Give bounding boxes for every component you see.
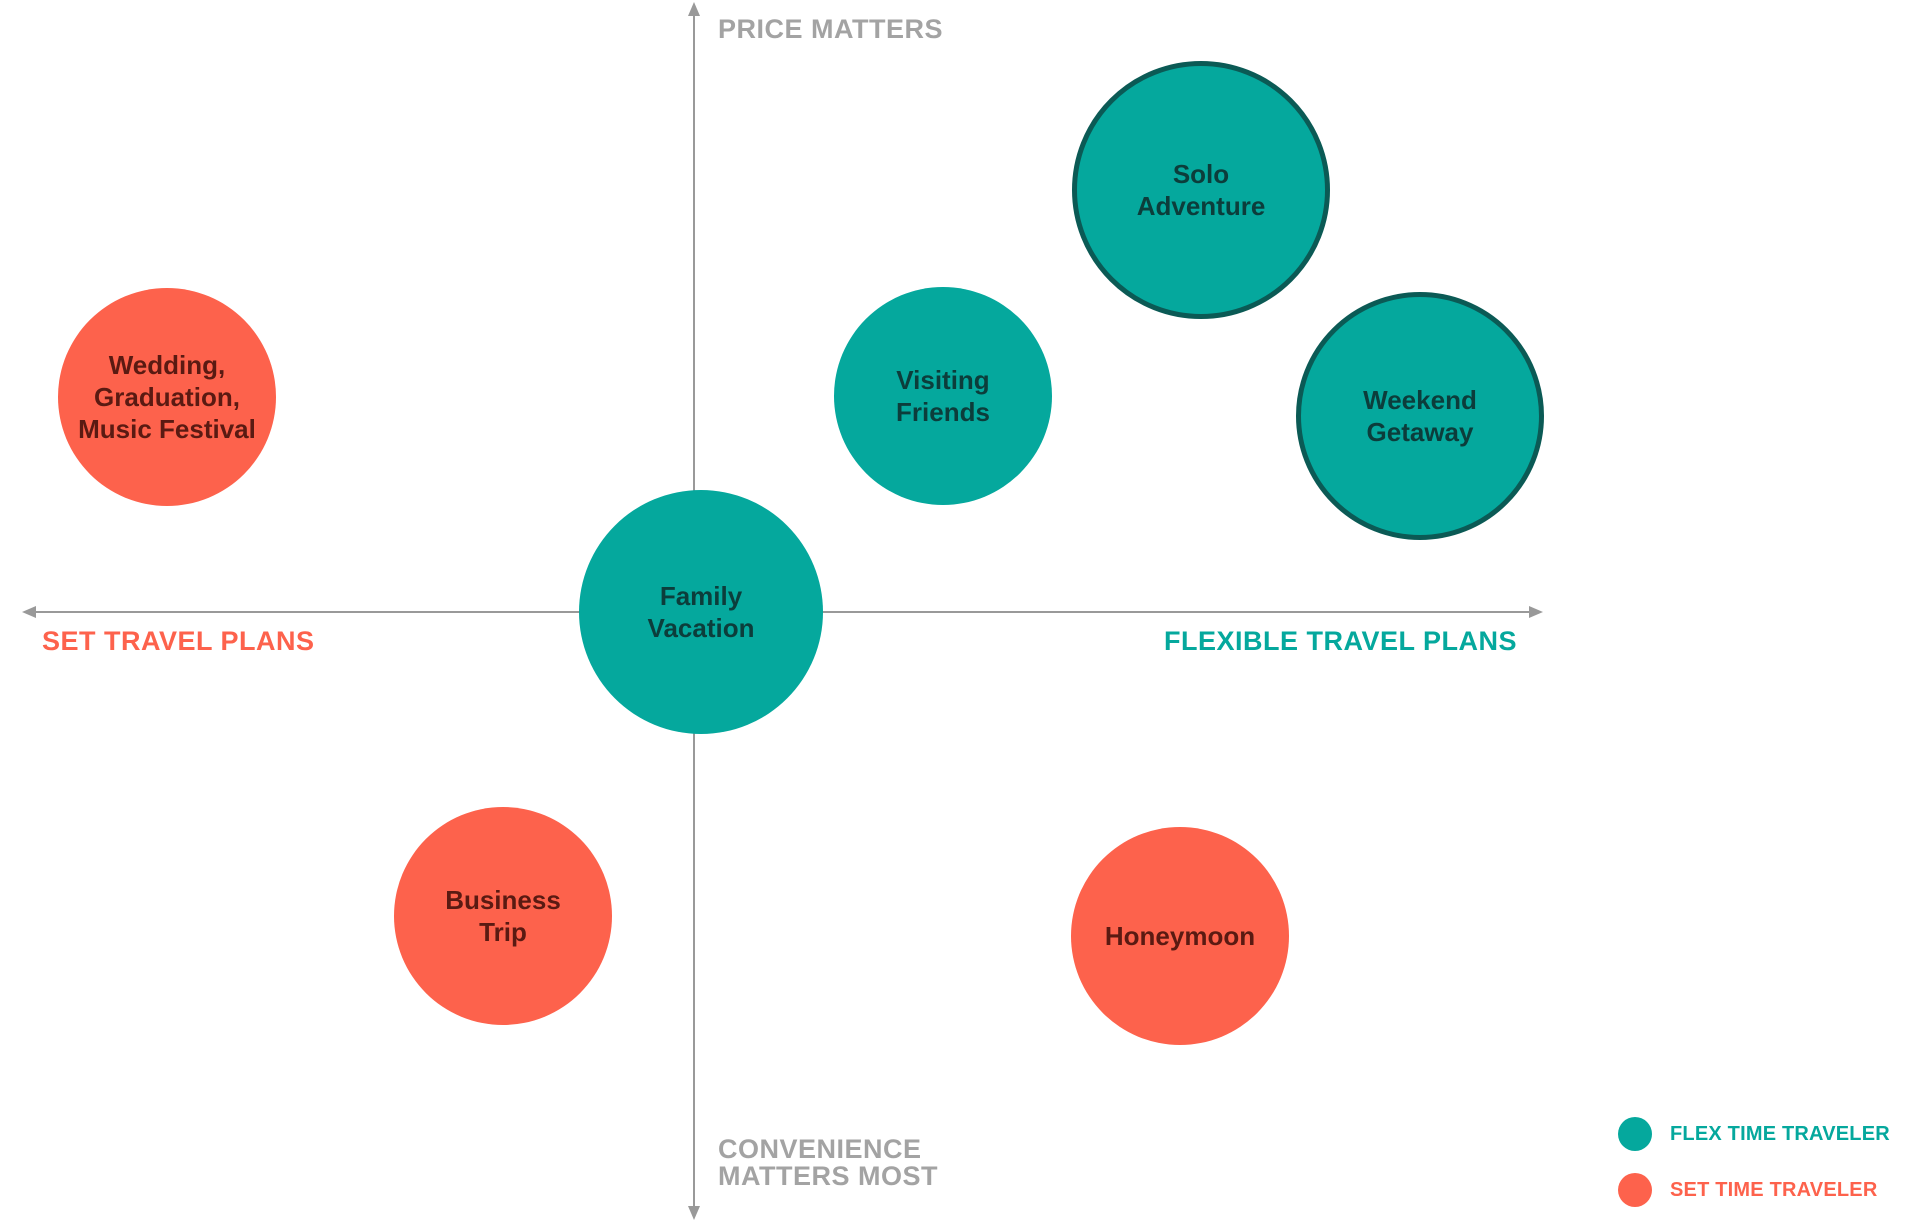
bubble-label: Solo Adventure xyxy=(1136,159,1266,221)
axis-label-right: FLEXIBLE TRAVEL PLANS xyxy=(1164,626,1518,656)
bubble-label: Weekend Getaway xyxy=(1363,385,1477,447)
arrow-down-icon xyxy=(688,1206,700,1220)
legend-item-flex: FLEX TIME TRAVELER xyxy=(1618,1116,1918,1152)
axis-label-left: SET TRAVEL PLANS xyxy=(42,626,315,656)
bubble-family-vacation: Family Vacation xyxy=(579,490,823,734)
axis-label-bottom: CONVENIENCE MATTERS MOST xyxy=(718,1134,938,1191)
legend-item-set: SET TIME TRAVELER xyxy=(1618,1172,1918,1208)
bubble-business-trip: Business Trip xyxy=(394,807,612,1025)
legend-dot-icon xyxy=(1618,1117,1652,1151)
bubble-label: Family Vacation xyxy=(647,581,755,643)
bubble-visiting-friends: Visiting Friends xyxy=(834,287,1052,505)
legend-label: SET TIME TRAVELER xyxy=(1670,1178,1878,1201)
arrow-up-icon xyxy=(688,2,700,16)
bubble-weekend-getaway: Weekend Getaway xyxy=(1296,292,1544,540)
arrow-right-icon xyxy=(1529,606,1543,618)
bubble-label: Business Trip xyxy=(445,885,561,947)
legend-dot-icon xyxy=(1618,1173,1652,1207)
axis-label-top: PRICE MATTERS xyxy=(718,14,944,44)
bubble-label: Visiting Friends xyxy=(896,365,990,427)
bubble-solo-adventure: Solo Adventure xyxy=(1072,61,1330,319)
arrow-left-icon xyxy=(22,606,36,618)
bubble-label: Honeymoon xyxy=(1104,921,1256,951)
bubble-label: Wedding, Graduation, Music Festival xyxy=(78,350,256,444)
bubble-wedding-graduation-music-festival: Wedding, Graduation, Music Festival xyxy=(58,288,276,506)
bubble-honeymoon: Honeymoon xyxy=(1071,827,1289,1045)
legend-label: FLEX TIME TRAVELER xyxy=(1670,1122,1890,1145)
